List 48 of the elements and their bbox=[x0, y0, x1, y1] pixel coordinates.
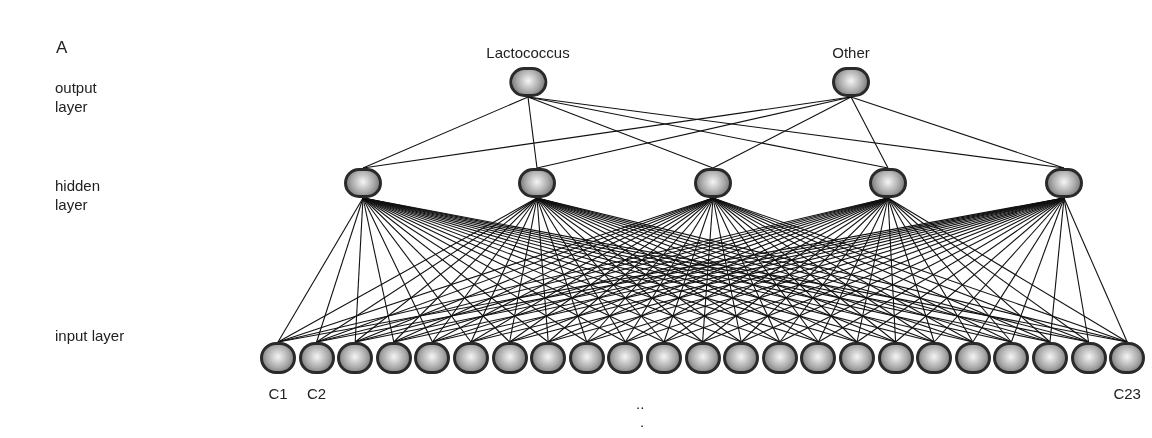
connection-line bbox=[1063, 197, 1128, 343]
connection-line bbox=[933, 197, 1065, 343]
connection-line bbox=[362, 197, 395, 343]
node-label: Other bbox=[832, 43, 870, 63]
layer-label: output layer bbox=[55, 78, 98, 116]
connection-line bbox=[624, 197, 714, 343]
ellipsis-dots: . bbox=[640, 412, 646, 431]
panel-letter: A bbox=[56, 38, 68, 57]
ellipsis-dots: .. bbox=[636, 394, 646, 413]
connection-line bbox=[316, 197, 364, 343]
connection-line bbox=[887, 197, 897, 343]
node-label: C2 bbox=[307, 384, 327, 404]
connection-line bbox=[354, 197, 364, 343]
node-label: C23 bbox=[1113, 384, 1141, 404]
connection-line bbox=[1049, 197, 1065, 343]
connection-line bbox=[850, 96, 1065, 169]
connection-line bbox=[702, 197, 714, 343]
connection-line bbox=[277, 197, 364, 343]
layer-label: input layer bbox=[55, 326, 125, 345]
connection-line bbox=[779, 197, 889, 343]
node-label: Lactococcus bbox=[486, 43, 570, 63]
connection-line bbox=[712, 197, 781, 343]
layer-label: hidden layer bbox=[55, 176, 102, 214]
connection-line bbox=[362, 197, 433, 343]
connection-line bbox=[850, 96, 889, 169]
connection-line bbox=[972, 197, 1065, 343]
connection-line bbox=[887, 197, 1128, 343]
connection-line bbox=[527, 96, 714, 169]
connection-line bbox=[1063, 197, 1090, 343]
connection-line bbox=[509, 197, 538, 343]
connection-line bbox=[663, 197, 714, 343]
connection-line bbox=[362, 96, 529, 169]
connection-line bbox=[362, 197, 472, 343]
connection-line bbox=[887, 197, 935, 343]
connection-line bbox=[817, 197, 889, 343]
connection-line bbox=[1010, 197, 1065, 343]
connection-line bbox=[431, 197, 538, 343]
connection-line bbox=[536, 197, 665, 343]
connection-line bbox=[536, 197, 588, 343]
connection-line bbox=[712, 197, 819, 343]
connection-line bbox=[586, 197, 714, 343]
connection-line bbox=[536, 197, 549, 343]
node-label: C1 bbox=[268, 384, 288, 404]
connection-line bbox=[712, 197, 742, 343]
connection-line bbox=[887, 197, 1012, 343]
connection-line bbox=[470, 197, 538, 343]
connection-line bbox=[712, 96, 852, 169]
connection-line bbox=[527, 96, 538, 169]
